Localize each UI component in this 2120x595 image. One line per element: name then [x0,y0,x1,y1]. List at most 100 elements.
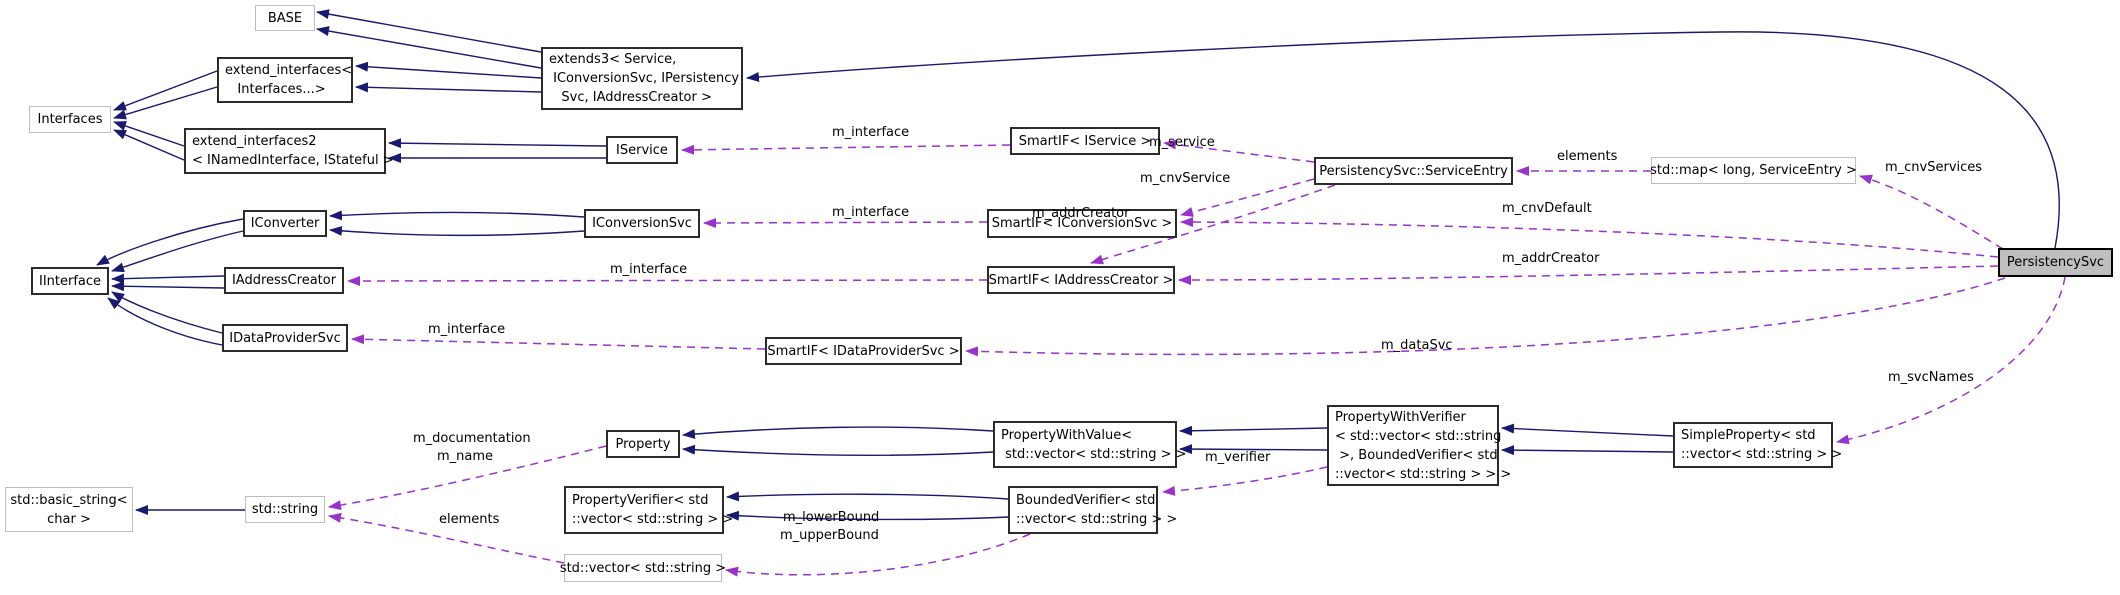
node-smartif-iservice-label: SmartIF< IService > [1018,133,1152,149]
node-smartif-iaddresscreator[interactable]: SmartIF< IAddressCreator > [987,266,1175,294]
edge-label-m_documentation: m_documentation [413,431,531,446]
node-extend-interfaces2-label: extend_interfaces2 [192,134,317,149]
usage-edge-34 [1180,217,1999,258]
inheritance-edge-6 [113,121,185,147]
node-simpleproperty-label: ::vector< std::string > > [1681,447,1843,462]
node-property-label: Property [615,436,671,452]
usage-edge-39 [965,277,2006,357]
inheritance-edge-3 [355,82,542,93]
inheritance-edge-18 [107,297,223,346]
inheritance-edge-14 [111,230,244,273]
node-smartif-idataprovidersvc[interactable]: SmartIF< IDataProviderSvc > [765,337,962,365]
node-interfaces-label: Interfaces [37,112,103,127]
node-simpleproperty[interactable]: SimpleProperty< std::vector< std::string… [1673,422,1843,468]
node-propertywithverifier-label: ::vector< std::string > > > [1335,466,1512,482]
node-boundedverifier-label: BoundedVerifier< std [1016,493,1156,508]
node-propertyverifier-label: PropertyVerifier< std [572,493,709,508]
node-service-entry-label: PersistencySvc::ServiceEntry [1319,163,1508,179]
node-idataprovidersvc[interactable]: IDataProviderSvc [222,324,348,352]
node-iconversionsvc[interactable]: IConversionSvc [584,209,700,238]
inheritance-edge-23 [1179,444,1328,455]
node-property[interactable]: Property [606,430,680,458]
node-propertywithverifier[interactable]: PropertyWithVerifier< std::vector< std::… [1327,405,1512,486]
node-smartif-iconversionsvc[interactable]: SmartIF< IConversionSvc > [987,209,1177,238]
node-iconversionsvc-label: IConversionSvc [592,216,692,231]
node-boundedverifier[interactable]: BoundedVerifier< std::vector< std::strin… [1008,486,1178,534]
inheritance-edge-1 [316,26,542,69]
usage-edge-42 [328,512,565,564]
edge-label-elements: elements [439,512,500,527]
edge-label-m_addrCreator: m_addrCreator [1502,251,1600,266]
node-iaddresscreator[interactable]: IAddressCreator [224,267,344,294]
edge-label-m_verifier: m_verifier [1205,450,1271,465]
inheritance-edge-27 [726,510,1009,521]
node-extend-interfaces[interactable]: extend_interfaces< Interfaces...> [217,57,353,103]
edge-label-m_service: m_service [1149,135,1215,150]
node-base-label: BASE [267,10,303,26]
node-propertywithverifier-label: PropertyWithVerifier [1335,409,1466,425]
node-persistencysvc-label: PersistencySvc [2006,255,2105,270]
usage-edge-30 [1180,178,1315,217]
edge-label-m_interface: m_interface [610,262,688,277]
inheritance-edge-16 [111,281,225,292]
node-extends3[interactable]: extends3< Service, IConversionSvc, IPers… [541,47,743,110]
node-iconverter[interactable]: IConverter [243,210,327,237]
edge-label-m_name: m_name [437,449,494,464]
edge-label-m_interface: m_interface [832,205,910,220]
edge-label-m_dataSvc: m_dataSvc [1381,338,1453,353]
node-std-string: std::string [245,496,325,523]
edge-label-m_upperBound: m_upperBound [780,528,879,543]
inheritance-edge-5 [113,86,218,120]
node-iinterface-label: IInterface [38,273,102,289]
edge-label-m_lowerBound: m_lowerBound [783,510,880,525]
node-std-string-label: std::string [251,502,319,517]
node-iinterface[interactable]: IInterface [31,267,109,295]
usage-edge-43 [1162,466,1328,496]
usage-edge-31 [1090,184,1336,265]
node-std-vector-string-label: std::vector< std::string > [559,560,727,576]
inheritance-edge-7 [113,129,185,161]
node-propertywithverifier-label: >, BoundedVerifier< std [1335,447,1498,463]
usage-edge-37 [347,275,988,286]
node-persistencysvc: PersistencySvc [1998,248,2113,277]
usage-edge-41 [328,445,607,511]
node-simpleproperty-label: SimpleProperty< std [1681,428,1816,443]
node-propertywithverifier-label: < std::vector< std::string [1335,428,1502,444]
node-boundedverifier-label: ::vector< std::string > > [1016,512,1178,527]
node-std-vector-string: std::vector< std::string > [560,554,726,582]
node-extends3-label: IConversionSvc, IPersistency [549,71,740,86]
inheritance-edge-22 [1179,425,1328,436]
node-extend-interfaces2[interactable]: extend_interfaces2 < INamedInterface, ISt… [184,128,394,174]
inheritance-edge-12 [329,225,585,237]
edge-label-m_cnvDefault: m_cnvDefault [1502,201,1592,216]
inheritance-edge-17 [111,291,223,334]
inheritance-edge-26 [726,491,1009,502]
edge-label-m_interface: m_interface [428,322,506,337]
node-base: BASE [255,5,315,31]
edge-label-m_cnvService: m_cnvService [1140,171,1231,186]
node-extend-interfaces2-label: < INamedInterface, IStateful > [192,153,394,168]
inheritance-edge-21 [682,444,994,456]
node-std-map: std::map< long, ServiceEntry > [1650,157,1857,184]
node-iservice-label: IService [616,142,668,158]
node-smartif-idataprovidersvc-label: SmartIF< IDataProviderSvc > [767,343,960,359]
inheritance-edge-15 [111,273,225,284]
node-propertywithvalue[interactable]: PropertyWithValue< std::vector< std::str… [993,421,1187,468]
node-propertyverifier[interactable]: PropertyVerifier< std::vector< std::stri… [564,486,734,534]
node-service-entry[interactable]: PersistencySvc::ServiceEntry [1314,157,1513,185]
node-smartif-iconversionsvc-label: SmartIF< IConversionSvc > [991,216,1173,231]
node-std-basic-string: std::basic_string<char > [5,487,133,532]
inheritance-edge-0 [316,9,542,53]
edge-label-m_cnvServices: m_cnvServices [1885,160,1983,175]
inheritance-edge-24 [1501,423,1674,437]
node-iservice[interactable]: IService [606,136,678,164]
inheritance-edge-11 [329,210,585,221]
usage-edge-33 [1859,174,2004,250]
usage-edge-36 [703,217,988,228]
inheritance-edge-13 [96,218,244,266]
node-propertyverifier-label: ::vector< std::string > > [572,512,734,527]
usage-edge-40 [1836,276,2066,445]
node-smartif-iservice[interactable]: SmartIF< IService > [1010,127,1160,155]
